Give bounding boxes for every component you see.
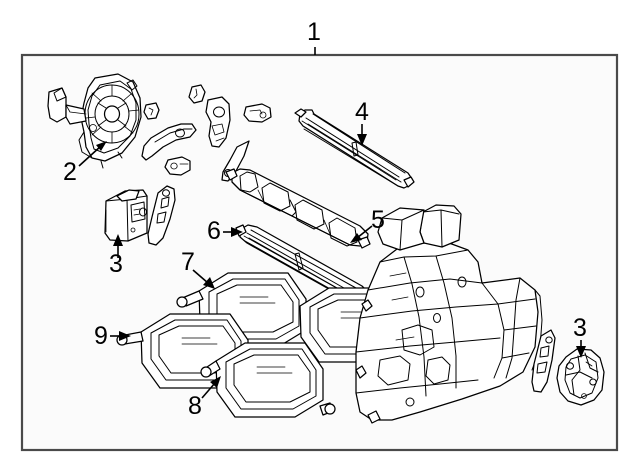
retainer-clip-left[interactable] [47, 87, 87, 125]
callout-leader-5 [350, 225, 373, 243]
blower-motor-assembly[interactable] [78, 73, 142, 169]
callout-number-3-left[interactable]: 3 [109, 250, 123, 278]
callout-leader-9 [110, 331, 131, 341]
callout-leader-7 [192, 269, 215, 289]
callout-number-8[interactable]: 8 [188, 392, 202, 420]
main-heater-case-housing[interactable] [355, 204, 543, 424]
control-module-actuator-right[interactable] [556, 348, 605, 406]
center-duct-grille[interactable] [225, 168, 371, 249]
callout-number-1[interactable]: 1 [307, 18, 321, 46]
callout-leader-3a [113, 234, 123, 258]
callout-leader-3b [576, 340, 586, 358]
callout-number-6[interactable]: 6 [207, 217, 221, 245]
callout-leader-4 [357, 124, 367, 146]
callout-number-9[interactable]: 9 [94, 322, 108, 350]
callout-leader-6 [223, 227, 243, 237]
linkage-rod-right[interactable] [531, 329, 556, 393]
callout-number-4[interactable]: 4 [355, 98, 369, 126]
control-module-actuator-left[interactable] [104, 189, 148, 242]
callout-number-7[interactable]: 7 [181, 248, 195, 276]
callout-number-2[interactable]: 2 [63, 158, 77, 186]
callout-leader-8 [201, 376, 221, 399]
callout-number-5[interactable]: 5 [371, 206, 385, 234]
callout-number-3-right[interactable]: 3 [573, 314, 587, 342]
upper-vent-grille[interactable] [294, 108, 415, 189]
callout-leader-2 [78, 141, 107, 167]
damper-door-lower[interactable] [200, 342, 336, 418]
